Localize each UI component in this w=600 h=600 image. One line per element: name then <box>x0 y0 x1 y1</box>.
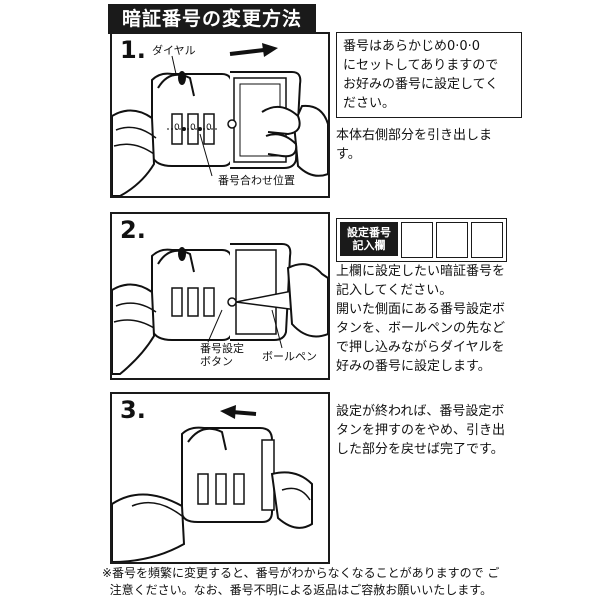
step-2-panel: 2. 番号設定 ボタン ボールペン <box>110 212 330 380</box>
step-2-button-label: 番号設定 ボタン <box>200 342 244 368</box>
step-3-panel: 3. <box>110 392 330 564</box>
step-1-dial-label: ダイヤル <box>152 44 196 57</box>
step-1-instruction-box: 番号はあらかじめ0·0·0 にセットしてありますので お好みの番号に設定してく … <box>336 32 522 118</box>
register-number-table: 設定番号 記入欄 <box>336 218 507 262</box>
register-digit-cell-2[interactable] <box>436 222 468 258</box>
step-1-number: 1. <box>120 36 146 64</box>
step-1-position-label: 番号合わせ位置 <box>218 174 295 187</box>
step-1-illustration <box>112 43 328 196</box>
step-2-illustration <box>112 243 328 375</box>
dial-digit-3: 0 <box>206 123 212 133</box>
step-1-description: 本体右側部分を引き出しま す。 <box>336 128 493 162</box>
step-3-illustration <box>112 405 313 562</box>
register-digit-cell-3[interactable] <box>471 222 503 258</box>
step-2-number: 2. <box>120 216 146 244</box>
dial-digit-1: 0 <box>174 123 180 133</box>
dial-wheels <box>167 113 219 145</box>
step-1-panel: 1. ダイヤ <box>110 32 330 198</box>
step-2-description: 上欄に設定したい暗証番号を 記入してください。 開いた側面にある番号設定ボ タン… <box>336 264 506 374</box>
arrow-right-icon <box>229 43 278 57</box>
step-3-number: 3. <box>120 396 146 424</box>
register-number-label: 設定番号 記入欄 <box>340 222 398 256</box>
page-title: 暗証番号の変更方法 <box>108 4 317 34</box>
footer-note: ※番号を頻繁に変更すると、番号がわからなくなることがありますので ご 注意くださ… <box>102 566 500 597</box>
register-digit-cell-1[interactable] <box>401 222 433 258</box>
step-2-pen-label: ボールペン <box>262 350 317 363</box>
arrow-left-icon <box>220 405 257 419</box>
dial-digit-2: 0 <box>190 123 196 133</box>
step-3-description: 設定が終われば、番号設定ボ タンを押すのをやめ、引き出 した部分を戻せば完了です… <box>336 404 506 457</box>
